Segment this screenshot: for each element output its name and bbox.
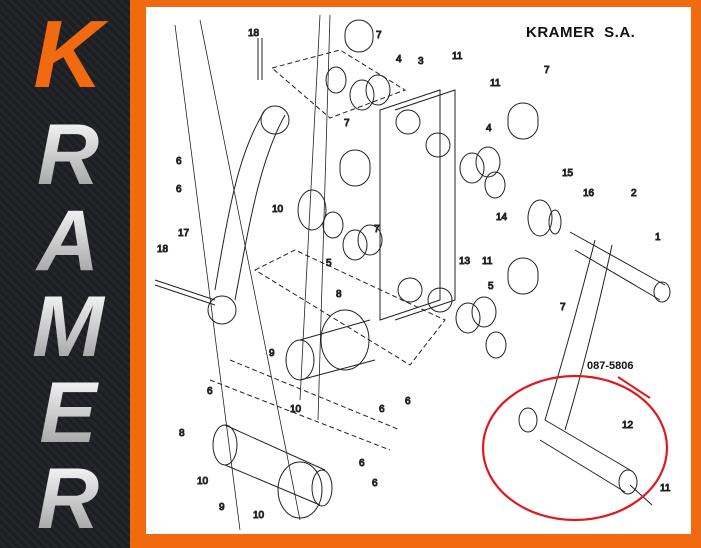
callout: 4 <box>486 123 492 134</box>
callout: 12 <box>622 420 634 431</box>
callout: 4 <box>396 54 402 65</box>
logo-letter-e: E <box>28 370 108 456</box>
callout-labels: 18 7 4 3 11 11 7 7 4 6 6 15 16 2 10 14 1… <box>157 28 672 522</box>
callout: 11 <box>452 51 463 62</box>
callout: 1 <box>655 232 661 243</box>
callout: 13 <box>459 256 471 267</box>
callout: 18 <box>248 28 260 39</box>
callout: 11 <box>660 483 671 494</box>
callout: 2 <box>631 188 637 199</box>
part-number-label: 087-5806 <box>587 360 634 372</box>
callout: 6 <box>207 386 213 397</box>
callout: 7 <box>344 118 350 129</box>
callout: 7 <box>560 302 566 313</box>
callout: 9 <box>269 348 275 359</box>
logo-letter-r2: R <box>28 456 108 542</box>
callout: 8 <box>336 289 342 300</box>
kramer-logo-panel: K R A M E R <box>0 0 130 548</box>
callout: 11 <box>490 78 501 89</box>
callout: 5 <box>326 258 332 269</box>
callout: 11 <box>482 256 493 267</box>
callout: 6 <box>176 184 182 195</box>
callout: 6 <box>176 156 182 167</box>
callout: 10 <box>290 404 302 415</box>
callout: 17 <box>178 228 190 239</box>
callout: 6 <box>359 458 365 469</box>
logo-letter-m: M <box>28 284 108 370</box>
logo-letter-a: A <box>28 198 108 284</box>
callout: 3 <box>418 56 424 67</box>
highlight-circle <box>481 374 669 522</box>
callout: 15 <box>562 168 574 179</box>
callout: 10 <box>253 510 265 521</box>
callout: 6 <box>405 396 411 407</box>
callout: 10 <box>272 204 284 215</box>
callout: 18 <box>157 244 169 255</box>
callout: 7 <box>374 224 380 235</box>
brand-title: KRAMER S.A. <box>526 24 636 41</box>
callout: 8 <box>179 428 185 439</box>
callout: 6 <box>372 478 378 489</box>
callout: 9 <box>219 502 225 513</box>
callout: 5 <box>488 281 494 292</box>
callout: 16 <box>583 188 595 199</box>
callout: 7 <box>376 30 382 41</box>
callout: 10 <box>197 476 209 487</box>
logo-letter-k: K <box>33 1 103 108</box>
logo-letter-r: R <box>28 112 108 198</box>
callout: 6 <box>379 404 385 415</box>
logo-divider <box>130 0 140 548</box>
callout: 7 <box>544 65 550 76</box>
callout: 14 <box>496 212 508 223</box>
